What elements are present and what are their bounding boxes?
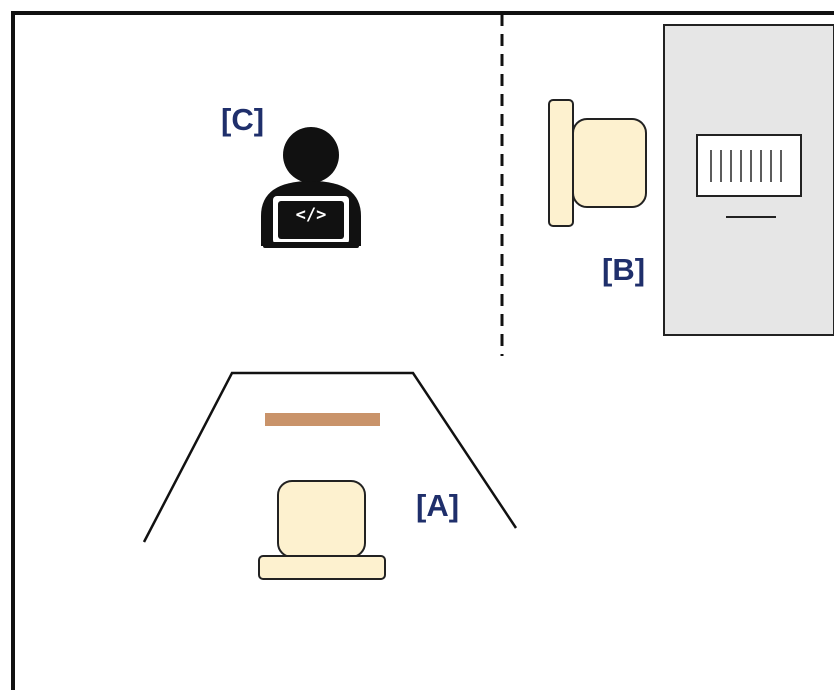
chair-a-icon (258, 480, 386, 580)
workstation-outline (142, 371, 518, 543)
chair-b-icon (548, 99, 647, 227)
label-c: [C] (221, 102, 265, 137)
desk-board (265, 413, 380, 426)
room-wall (11, 11, 834, 690)
label-b: [B] (602, 252, 646, 287)
developer-laptop-icon (261, 127, 361, 248)
label-a: [A] (416, 488, 460, 523)
code-symbol-icon: </> (295, 205, 327, 225)
barcode-monitor-icon (696, 134, 802, 218)
